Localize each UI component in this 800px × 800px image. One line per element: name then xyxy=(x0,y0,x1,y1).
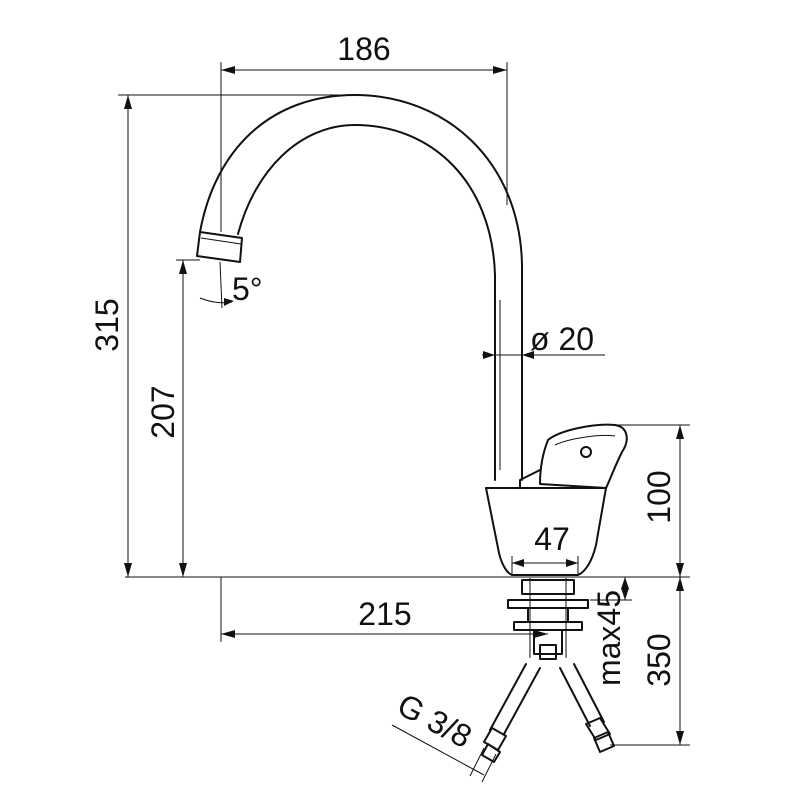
dim-width-top: 186 xyxy=(220,31,508,232)
faucet-spout xyxy=(199,94,523,481)
label-body-height: 100 xyxy=(641,470,677,523)
label-max-thickness: max45 xyxy=(591,590,627,686)
aerator-nozzle xyxy=(196,231,243,263)
label-height-total: 315 xyxy=(89,298,125,351)
label-hose-length: 350 xyxy=(641,633,677,686)
label-thread: G 3/8 xyxy=(392,686,478,755)
dim-spout-height: 207 xyxy=(145,259,200,577)
dim-hose-length: 350 xyxy=(610,577,690,746)
dim-body-height: 100 xyxy=(610,424,690,577)
label-base-width: 47 xyxy=(534,521,570,557)
dim-angle: 5° xyxy=(199,261,263,309)
label-pipe-diameter: ø 20 xyxy=(530,321,594,357)
mounting-hardware xyxy=(507,578,589,660)
label-spout-height: 207 xyxy=(145,385,181,438)
flex-hoses xyxy=(481,663,615,763)
dim-pipe-diameter: ø 20 xyxy=(482,321,605,359)
dim-thread: G 3/8 xyxy=(392,686,497,783)
lever-handle xyxy=(519,423,628,489)
dim-base-width: 47 xyxy=(511,521,579,575)
dim-max-thickness: max45 xyxy=(590,577,632,686)
label-width-top: 186 xyxy=(337,31,390,67)
label-reach: 215 xyxy=(358,596,411,632)
dim-height-total: 315 xyxy=(89,94,355,577)
label-angle: 5° xyxy=(232,271,263,307)
dim-reach: 215 xyxy=(220,577,548,642)
